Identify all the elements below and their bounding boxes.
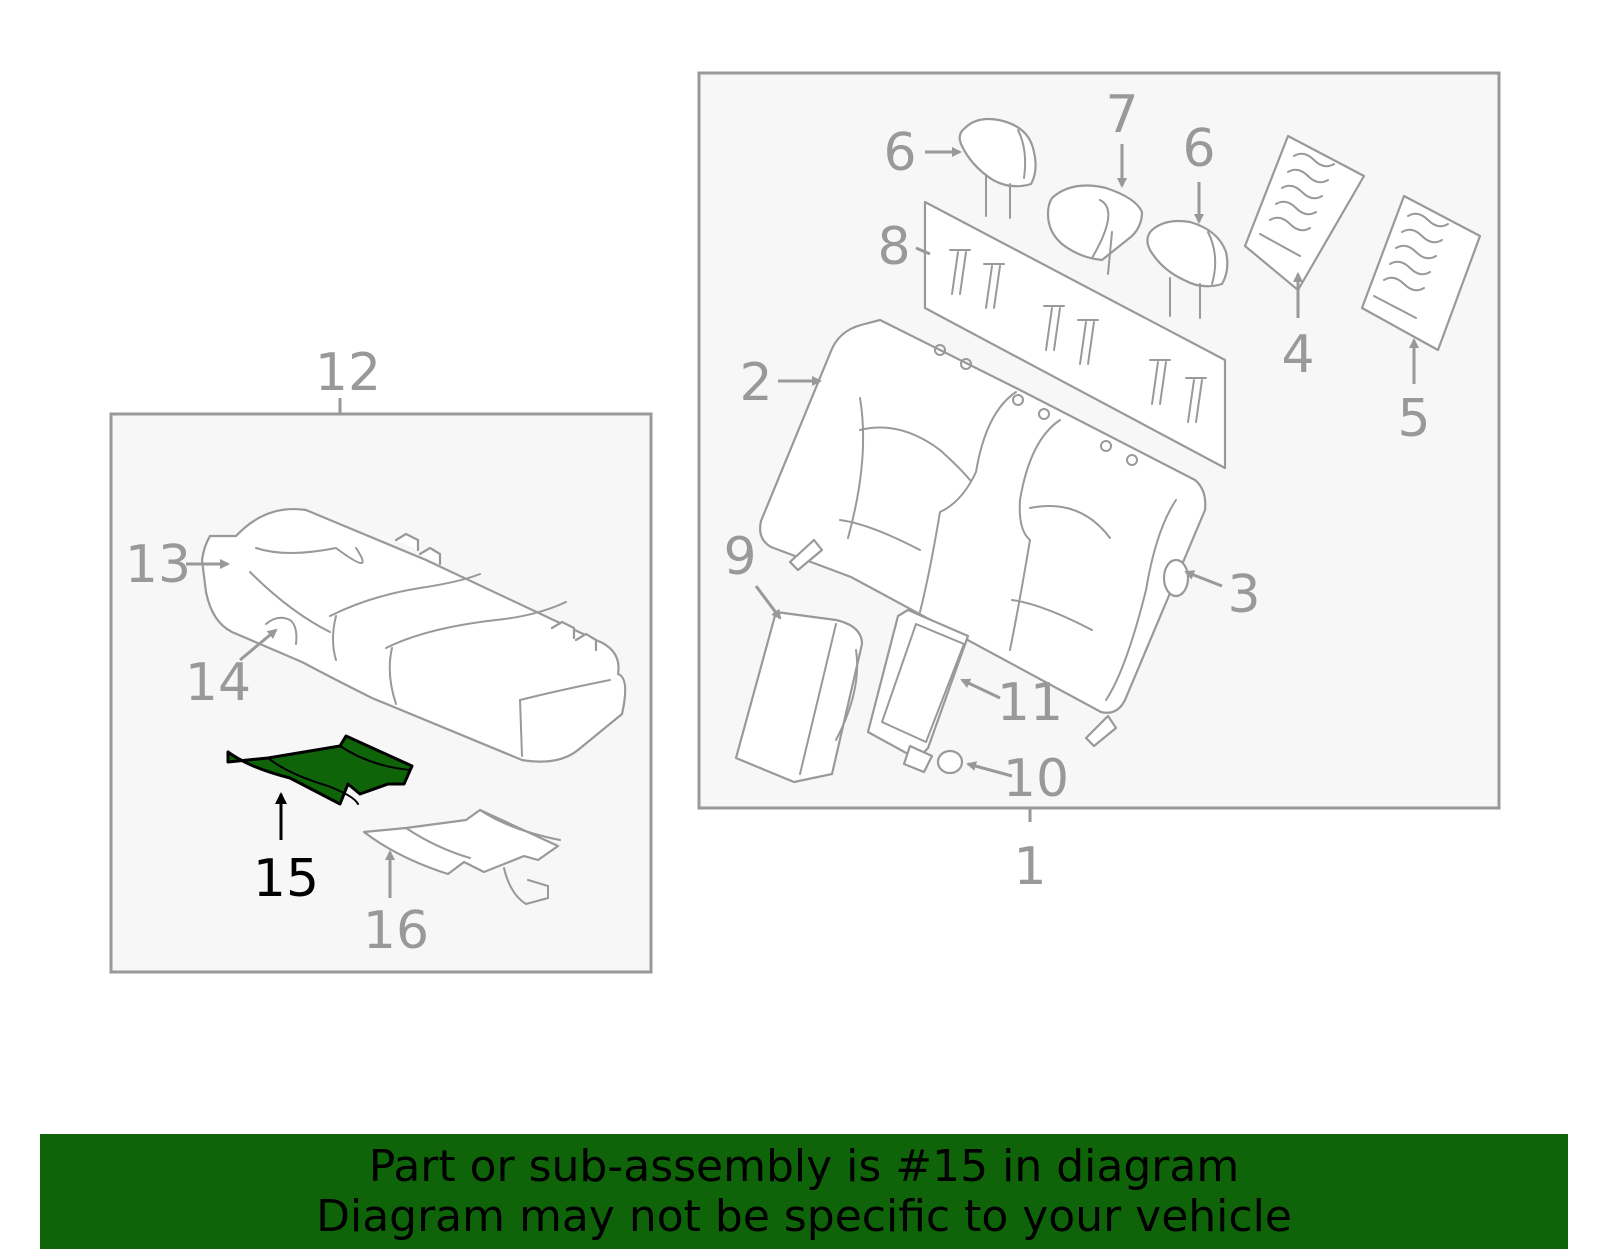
callout-6-left: 6 — [883, 123, 916, 183]
banner-line-2: Diagram may not be specific to your vehi… — [316, 1191, 1292, 1242]
part-15-highlighted[interactable] — [226, 734, 414, 806]
callout-7: 7 — [1105, 85, 1138, 145]
leader-14 — [239, 628, 278, 662]
banner-line-1: Part or sub-assembly is #15 in diagram — [368, 1141, 1240, 1192]
part-10-knob — [936, 749, 964, 775]
part-16-mat — [362, 808, 561, 905]
part-5-pad — [1360, 194, 1482, 352]
leader-8 — [915, 246, 931, 256]
part-7-headrest-center — [1046, 184, 1144, 275]
part-14-hook — [265, 616, 298, 645]
leader-3 — [1184, 570, 1223, 588]
callout-1: 1 — [1013, 837, 1046, 897]
callout-15: 15 — [253, 849, 319, 909]
callout-6-right: 6 — [1182, 119, 1215, 179]
part-6-headrest-left — [958, 117, 1037, 219]
leader-9 — [754, 585, 782, 620]
callout-16: 16 — [363, 901, 429, 961]
callout-13: 13 — [125, 535, 191, 595]
part-2-seat-back — [759, 318, 1207, 748]
part-9-armrest — [734, 610, 864, 784]
callout-8: 8 — [877, 217, 910, 277]
callout-3: 3 — [1227, 565, 1260, 625]
part-13-seat-cushion — [200, 508, 627, 763]
callout-9: 9 — [723, 527, 756, 587]
leader-10 — [966, 761, 1013, 778]
callout-10: 10 — [1003, 749, 1069, 809]
part-8-fastener-panel — [923, 200, 1227, 470]
callout-11: 11 — [997, 673, 1063, 733]
part-6-headrest-right — [1146, 219, 1229, 319]
leader-11 — [960, 678, 1001, 700]
callout-4: 4 — [1281, 325, 1314, 385]
callout-5: 5 — [1397, 389, 1430, 449]
callout-2: 2 — [739, 353, 772, 413]
part-11-cover — [866, 608, 970, 774]
info-banner: Part or sub-assembly is #15 in diagram D… — [40, 1134, 1568, 1249]
callout-14: 14 — [185, 653, 251, 713]
callout-12: 12 — [315, 343, 381, 403]
part-3-latch — [1162, 558, 1190, 598]
